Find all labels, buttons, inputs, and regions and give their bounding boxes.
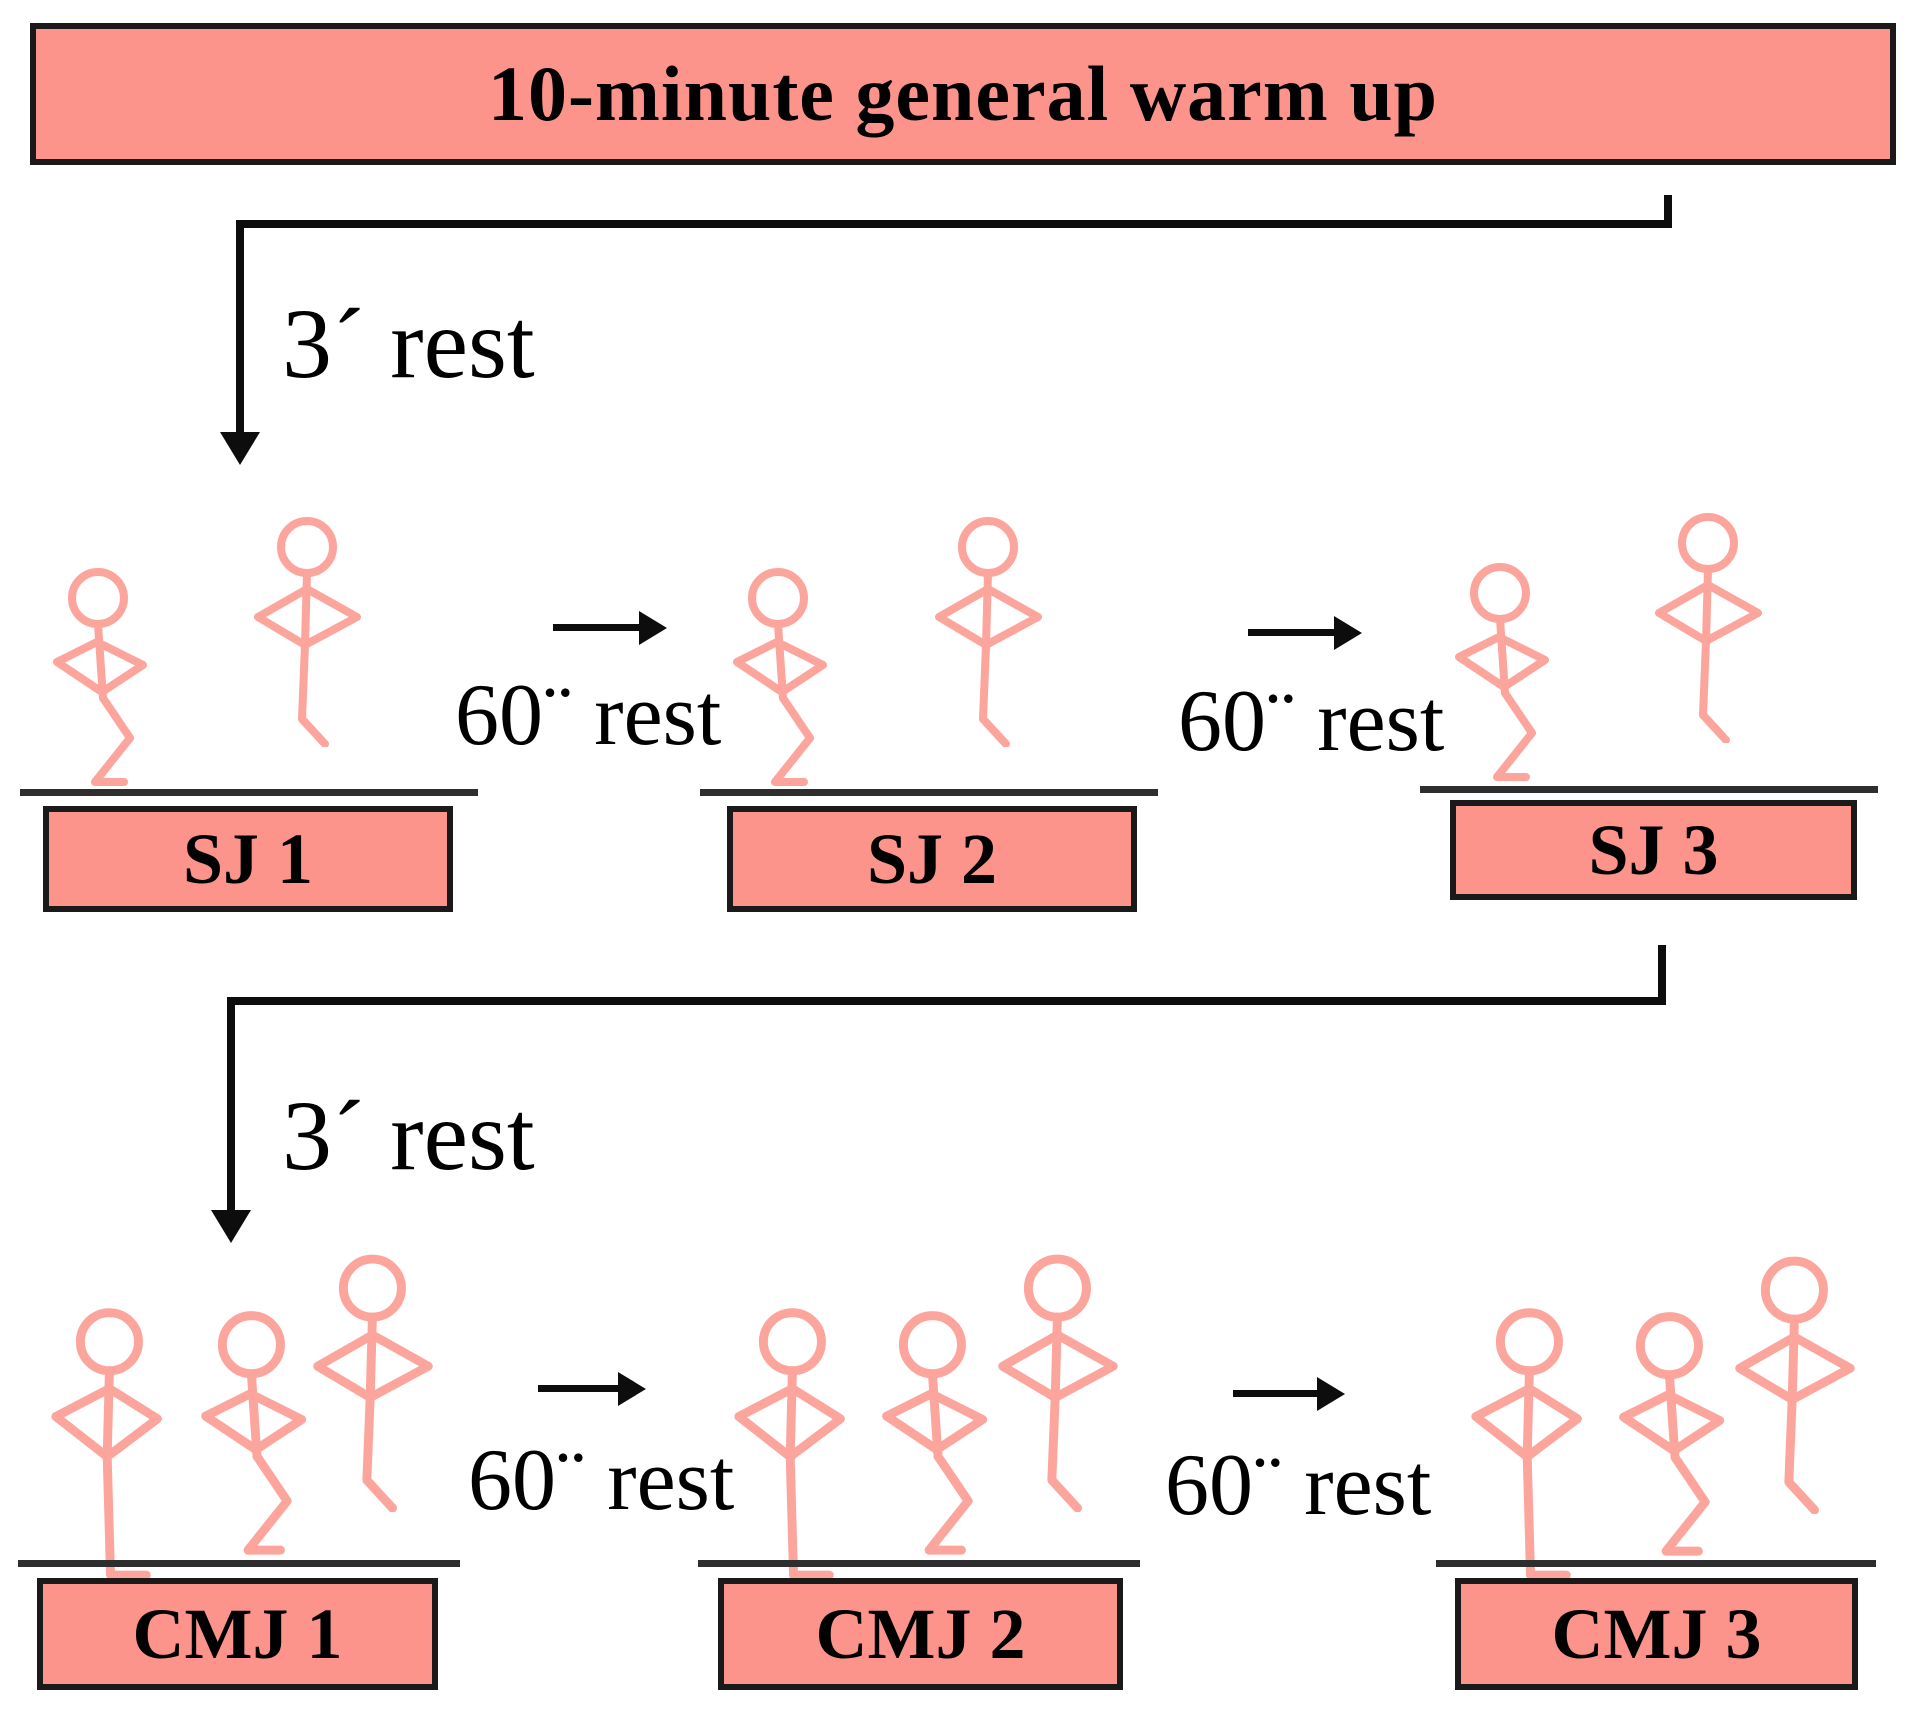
ground-line-cmj1: [18, 1560, 460, 1567]
stage-label: CMJ 2: [815, 1593, 1026, 1674]
stick-figure-flight: [996, 1254, 1130, 1512]
stage-box-cmj1: CMJ 1: [37, 1578, 438, 1690]
stick-figure-squat: [1445, 563, 1565, 783]
rest60-label-1: 60¨ rest: [455, 667, 722, 764]
rest60-arrow-line-3: [538, 1385, 618, 1392]
stick-figure-standing: [48, 1308, 182, 1582]
ground-line-cmj2: [698, 1560, 1140, 1567]
rest60-label-3: 60¨ rest: [468, 1432, 735, 1529]
stage-box-cmj2: CMJ 2: [718, 1578, 1123, 1690]
elbow2-horizontal: [227, 997, 1666, 1005]
stage-label: CMJ 3: [1551, 1593, 1762, 1674]
stick-figure-squat: [871, 1311, 1005, 1557]
ground-line-sj3: [1420, 786, 1878, 793]
stick-figure-standing: [731, 1308, 865, 1582]
stick-figure-flight: [252, 517, 372, 747]
stick-figure-squat: [190, 1311, 324, 1557]
rest60-arrow-line-1: [553, 624, 639, 631]
elbow1-vertical: [236, 220, 244, 435]
stick-figure-flight: [933, 517, 1053, 747]
rest3-label-2: 3´ rest: [282, 1080, 535, 1191]
elbow2-tick: [1658, 945, 1666, 1005]
stick-figure-standing: [1468, 1308, 1602, 1582]
rest60-arrowhead-icon-2: [1334, 616, 1362, 650]
rest3-label-1: 3´ rest: [282, 288, 535, 399]
stick-figure-flight: [1653, 513, 1773, 743]
ground-line-sj2: [700, 789, 1158, 796]
stage-box-sj3: SJ 3: [1450, 800, 1857, 900]
stage-box-cmj3: CMJ 3: [1455, 1578, 1858, 1690]
ground-line-sj1: [20, 789, 478, 796]
stage-label: SJ 3: [1588, 809, 1719, 890]
stage-label: SJ 2: [866, 818, 998, 899]
rest60-label-2: 60¨ rest: [1178, 673, 1445, 770]
stage-label: CMJ 1: [132, 1593, 343, 1674]
rest60-arrowhead-icon-1: [639, 611, 667, 645]
stage-box-sj1: SJ 1: [43, 806, 453, 912]
warmup-label: 10-minute general warm up: [487, 50, 1439, 137]
stick-figure-flight: [1733, 1256, 1867, 1514]
warmup-box: 10-minute general warm up: [30, 23, 1896, 165]
stick-figure-squat: [723, 568, 843, 788]
stick-figure-squat: [1608, 1312, 1742, 1558]
rest60-arrow-line-2: [1248, 629, 1334, 636]
rest60-arrow-line-4: [1233, 1390, 1317, 1397]
stage-label: SJ 1: [182, 818, 314, 899]
ground-line-cmj3: [1436, 1560, 1876, 1567]
rest60-label-4: 60¨ rest: [1165, 1437, 1432, 1534]
rest60-arrowhead-icon-4: [1317, 1377, 1345, 1411]
elbow2-vertical: [227, 997, 235, 1213]
elbow1-arrowhead-icon: [220, 432, 260, 465]
stick-figure-flight: [311, 1254, 445, 1512]
elbow1-tick: [1664, 195, 1672, 228]
elbow1-horizontal: [236, 220, 1672, 228]
stick-figure-squat: [43, 568, 163, 788]
elbow2-arrowhead-icon: [211, 1210, 251, 1243]
rest60-arrowhead-icon-3: [618, 1372, 646, 1406]
stage-box-sj2: SJ 2: [727, 806, 1137, 912]
